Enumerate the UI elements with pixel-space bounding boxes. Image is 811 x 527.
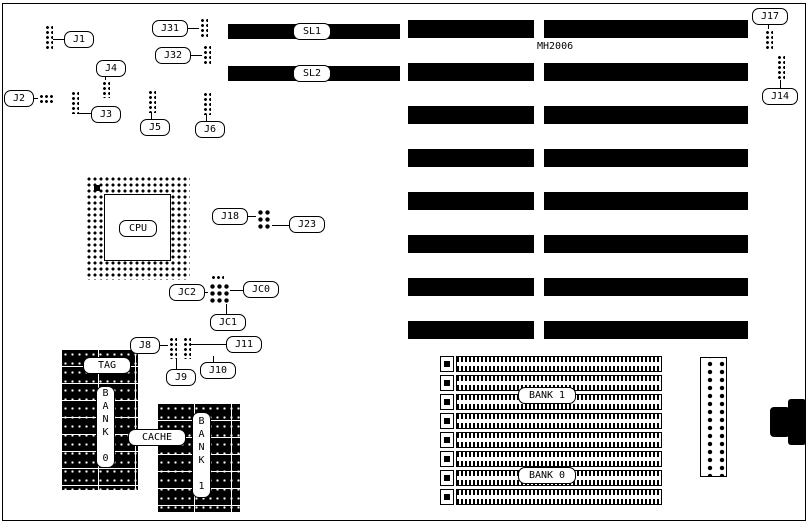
slot-sl2-label: SL2 [293,65,331,82]
j3-pins [70,90,79,114]
j2-pins [38,93,53,103]
j1-pins [44,24,53,50]
j11-wire [191,344,226,345]
j3-wire [79,113,91,114]
simm-socket [456,356,662,372]
j17-wire [768,25,769,29]
isa-slot-5 [408,192,748,210]
jc2-label: JC2 [169,284,205,301]
isa-slot-2 [408,63,748,81]
jc0-label: JC0 [243,281,279,298]
j6-pins [202,91,211,115]
cache-bank1-label: BANK 1 [192,412,211,498]
j17-label: J17 [752,8,788,25]
tag-label: TAG [83,357,131,374]
j17-pins [764,29,773,51]
j6-wire [206,115,207,121]
jc-pins-top [210,274,224,280]
j23-wire [272,225,289,226]
j4-label: J4 [96,60,126,77]
j32-label: J32 [155,47,191,64]
simm-socket-key [440,451,454,467]
simm-socket [456,451,662,467]
j3-label: J3 [91,106,121,123]
cache-bank0-label: BANK 0 [96,386,115,468]
cpu-die [104,194,171,261]
jc1-label: JC1 [210,314,246,331]
isa-slot-4 [408,149,748,167]
j32-pins [202,44,211,66]
j9-label: J9 [166,369,196,386]
j4-pins [101,80,110,98]
j18-wire [248,216,256,217]
isa-slot-1 [408,20,748,38]
j6-label: J6 [195,121,225,138]
simm-socket [456,489,662,505]
simm-socket-key [440,375,454,391]
simm-socket-key [440,394,454,410]
simm-socket-key [440,489,454,505]
jumper-pins-b [182,336,191,359]
jc2-wire [205,292,208,293]
j32-wire [191,55,202,56]
jc1-wire [226,304,227,314]
simm-socket [456,432,662,448]
keyboard-connector-plug [770,407,790,437]
j2-label: J2 [4,90,34,107]
j1-wire [53,39,64,40]
j8-wire [160,345,168,346]
j2-wire [34,98,38,99]
simm-socket-key [440,413,454,429]
simm-socket [456,413,662,429]
board-outline [2,3,806,521]
jc0-wire [230,290,243,291]
simm-socket-key [440,432,454,448]
power-connector [700,357,727,477]
jc-pins [208,282,230,304]
j5-label: J5 [140,119,170,136]
isa-slot-8 [408,321,748,339]
cpu-label: CPU [119,220,157,237]
j8-label: J8 [130,337,160,354]
j1-label: J1 [64,31,94,48]
j18-label: J18 [212,208,248,225]
j5-wire [151,113,152,119]
j31-wire [188,28,199,29]
j23-label: J23 [289,216,325,233]
isa-slot-6 [408,235,748,253]
simm-socket-key [440,470,454,486]
keyboard-connector [788,399,806,445]
memory-bank0-label: BANK 0 [518,467,576,484]
j10-wire [213,356,214,362]
j9-wire [176,359,177,369]
j5-pins [147,89,156,113]
j14-pins [776,54,785,80]
j14-wire [780,80,781,88]
cache-label: CACHE [128,429,186,446]
isa-slot-3 [408,106,748,124]
board-model-text: MH2006 [537,41,574,52]
j4-wire [105,77,106,80]
jumper-pins-a [168,336,177,359]
j18-pins [256,208,272,229]
j14-label: J14 [762,88,798,105]
cpu-pin1-marker [94,185,100,191]
slot-sl1-label: SL1 [293,23,331,40]
j31-label: J31 [152,20,188,37]
isa-slot-7 [408,278,748,296]
simm-socket-key [440,356,454,372]
j31-pins [199,17,208,39]
memory-bank1-label: BANK 1 [518,387,576,404]
j10-label: J10 [200,362,236,379]
j11-label: J11 [226,336,262,353]
